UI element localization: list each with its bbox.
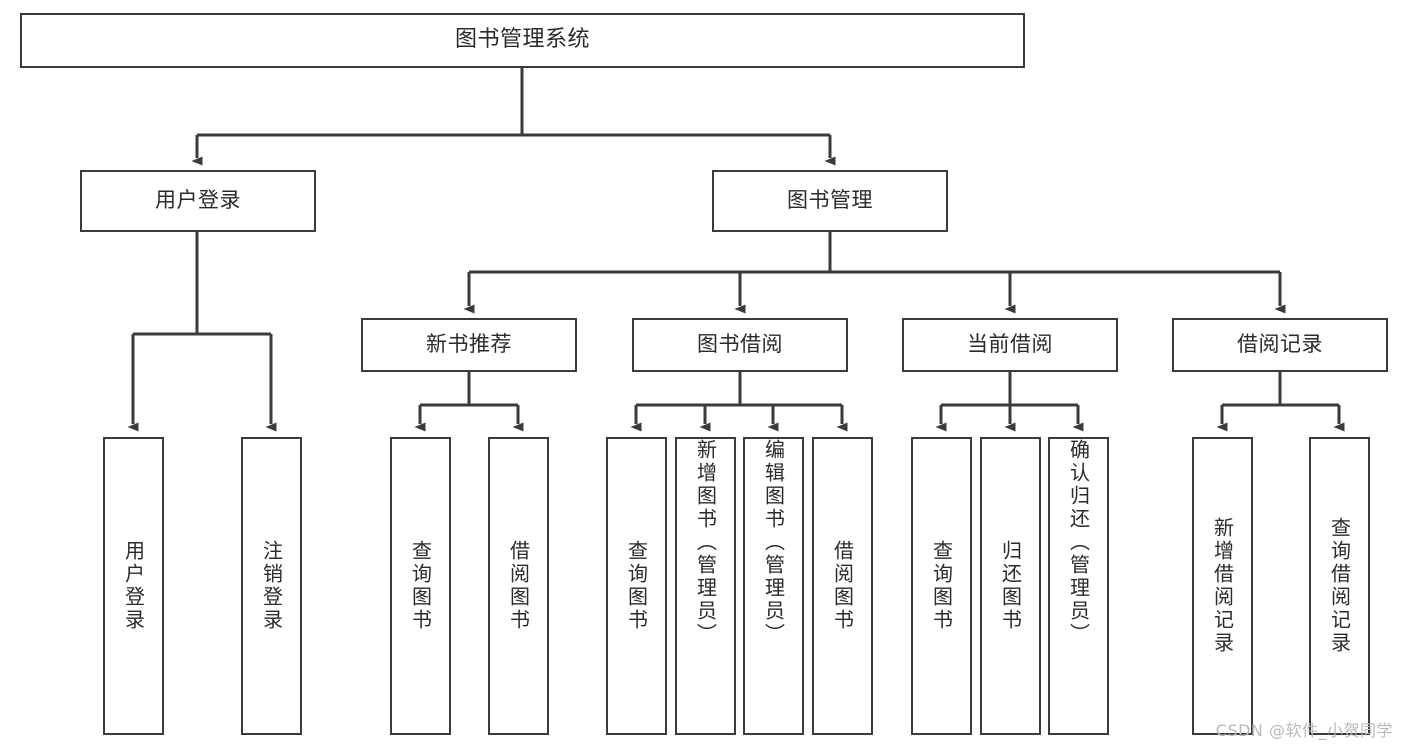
node-book-manage[interactable]: 图书管理 [712, 170, 948, 232]
leaf-logout-login-label: 注销登录 [259, 540, 284, 632]
leaf-query-book-3-label: 查询图书 [929, 540, 954, 632]
node-root-label: 图书管理系统 [454, 27, 590, 53]
leaf-edit-book-label: 编辑图书（管理员） [761, 439, 786, 646]
leaf-query-book-1-label: 查询图书 [408, 540, 433, 632]
node-user-login[interactable]: 用户登录 [80, 170, 316, 232]
leaf-borrow-book-1[interactable]: 借阅图书 [488, 437, 549, 735]
node-current-borrow-label: 当前借阅 [967, 332, 1053, 357]
leaf-query-book-1[interactable]: 查询图书 [390, 437, 451, 735]
leaf-confirm-return-label: 确认归还（管理员） [1066, 439, 1091, 646]
leaf-add-record-label: 新增借阅记录 [1210, 517, 1235, 655]
leaf-add-book[interactable]: 新增图书（管理员） [675, 437, 736, 735]
leaf-user-login-label: 用户登录 [121, 540, 146, 632]
node-root[interactable]: 图书管理系统 [20, 13, 1025, 68]
leaf-query-book-3[interactable]: 查询图书 [911, 437, 972, 735]
leaf-query-book-2[interactable]: 查询图书 [606, 437, 667, 735]
node-new-book-recommend[interactable]: 新书推荐 [361, 318, 577, 372]
leaf-confirm-return[interactable]: 确认归还（管理员） [1048, 437, 1109, 735]
node-user-login-label: 用户登录 [155, 188, 241, 213]
node-borrow-record-label: 借阅记录 [1237, 332, 1323, 357]
leaf-query-book-2-label: 查询图书 [624, 540, 649, 632]
leaf-return-book[interactable]: 归还图书 [980, 437, 1041, 735]
leaf-borrow-book-1-label: 借阅图书 [506, 540, 531, 632]
watermark: CSDN @软件_小贺同学 [1215, 721, 1393, 740]
leaf-edit-book[interactable]: 编辑图书（管理员） [743, 437, 804, 735]
leaf-query-record-label: 查询借阅记录 [1327, 517, 1352, 655]
leaf-user-login[interactable]: 用户登录 [103, 437, 164, 735]
node-current-borrow[interactable]: 当前借阅 [902, 318, 1118, 372]
node-new-book-recommend-label: 新书推荐 [426, 332, 512, 357]
leaf-query-record[interactable]: 查询借阅记录 [1309, 437, 1370, 735]
node-borrow-record[interactable]: 借阅记录 [1172, 318, 1388, 372]
leaf-add-book-label: 新增图书（管理员） [693, 439, 718, 646]
leaf-borrow-book-2[interactable]: 借阅图书 [812, 437, 873, 735]
leaf-return-book-label: 归还图书 [998, 540, 1023, 632]
leaf-add-record[interactable]: 新增借阅记录 [1192, 437, 1253, 735]
leaf-borrow-book-2-label: 借阅图书 [830, 540, 855, 632]
node-book-manage-label: 图书管理 [787, 188, 873, 213]
leaf-logout-login[interactable]: 注销登录 [241, 437, 302, 735]
node-book-borrow[interactable]: 图书借阅 [632, 318, 848, 372]
node-book-borrow-label: 图书借阅 [697, 332, 783, 357]
